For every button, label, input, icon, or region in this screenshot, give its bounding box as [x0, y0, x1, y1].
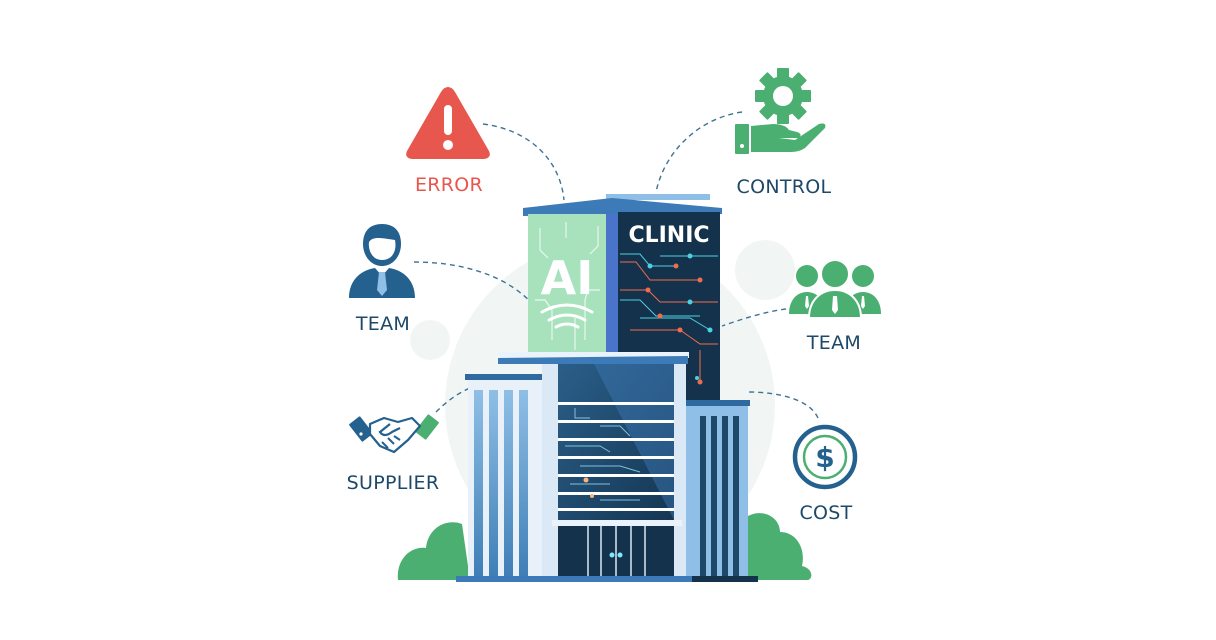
- bushes: [397, 513, 812, 580]
- svg-text:$: $: [815, 441, 834, 474]
- team-left-label: TEAM: [355, 313, 411, 335]
- control-label: CONTROL: [736, 176, 832, 198]
- ai-panel: [528, 214, 608, 356]
- group-icon: [789, 259, 881, 319]
- supplier-label: SUPPLIER: [346, 472, 440, 494]
- error-label: ERROR: [414, 174, 484, 196]
- person-icon: [349, 224, 415, 298]
- clinic-sign-text: CLINIC: [628, 223, 709, 248]
- cost-label: COST: [799, 502, 853, 524]
- background-circle-small: [735, 240, 795, 300]
- dollar-coin-icon: $: [792, 424, 858, 490]
- handshake-icon: [349, 414, 439, 454]
- gear-hand-icon: [735, 68, 826, 154]
- warning-triangle-icon: [406, 87, 490, 159]
- ai-sign-text: AI: [541, 251, 594, 305]
- team-right-label: TEAM: [806, 332, 862, 354]
- background-circle-small: [410, 320, 450, 360]
